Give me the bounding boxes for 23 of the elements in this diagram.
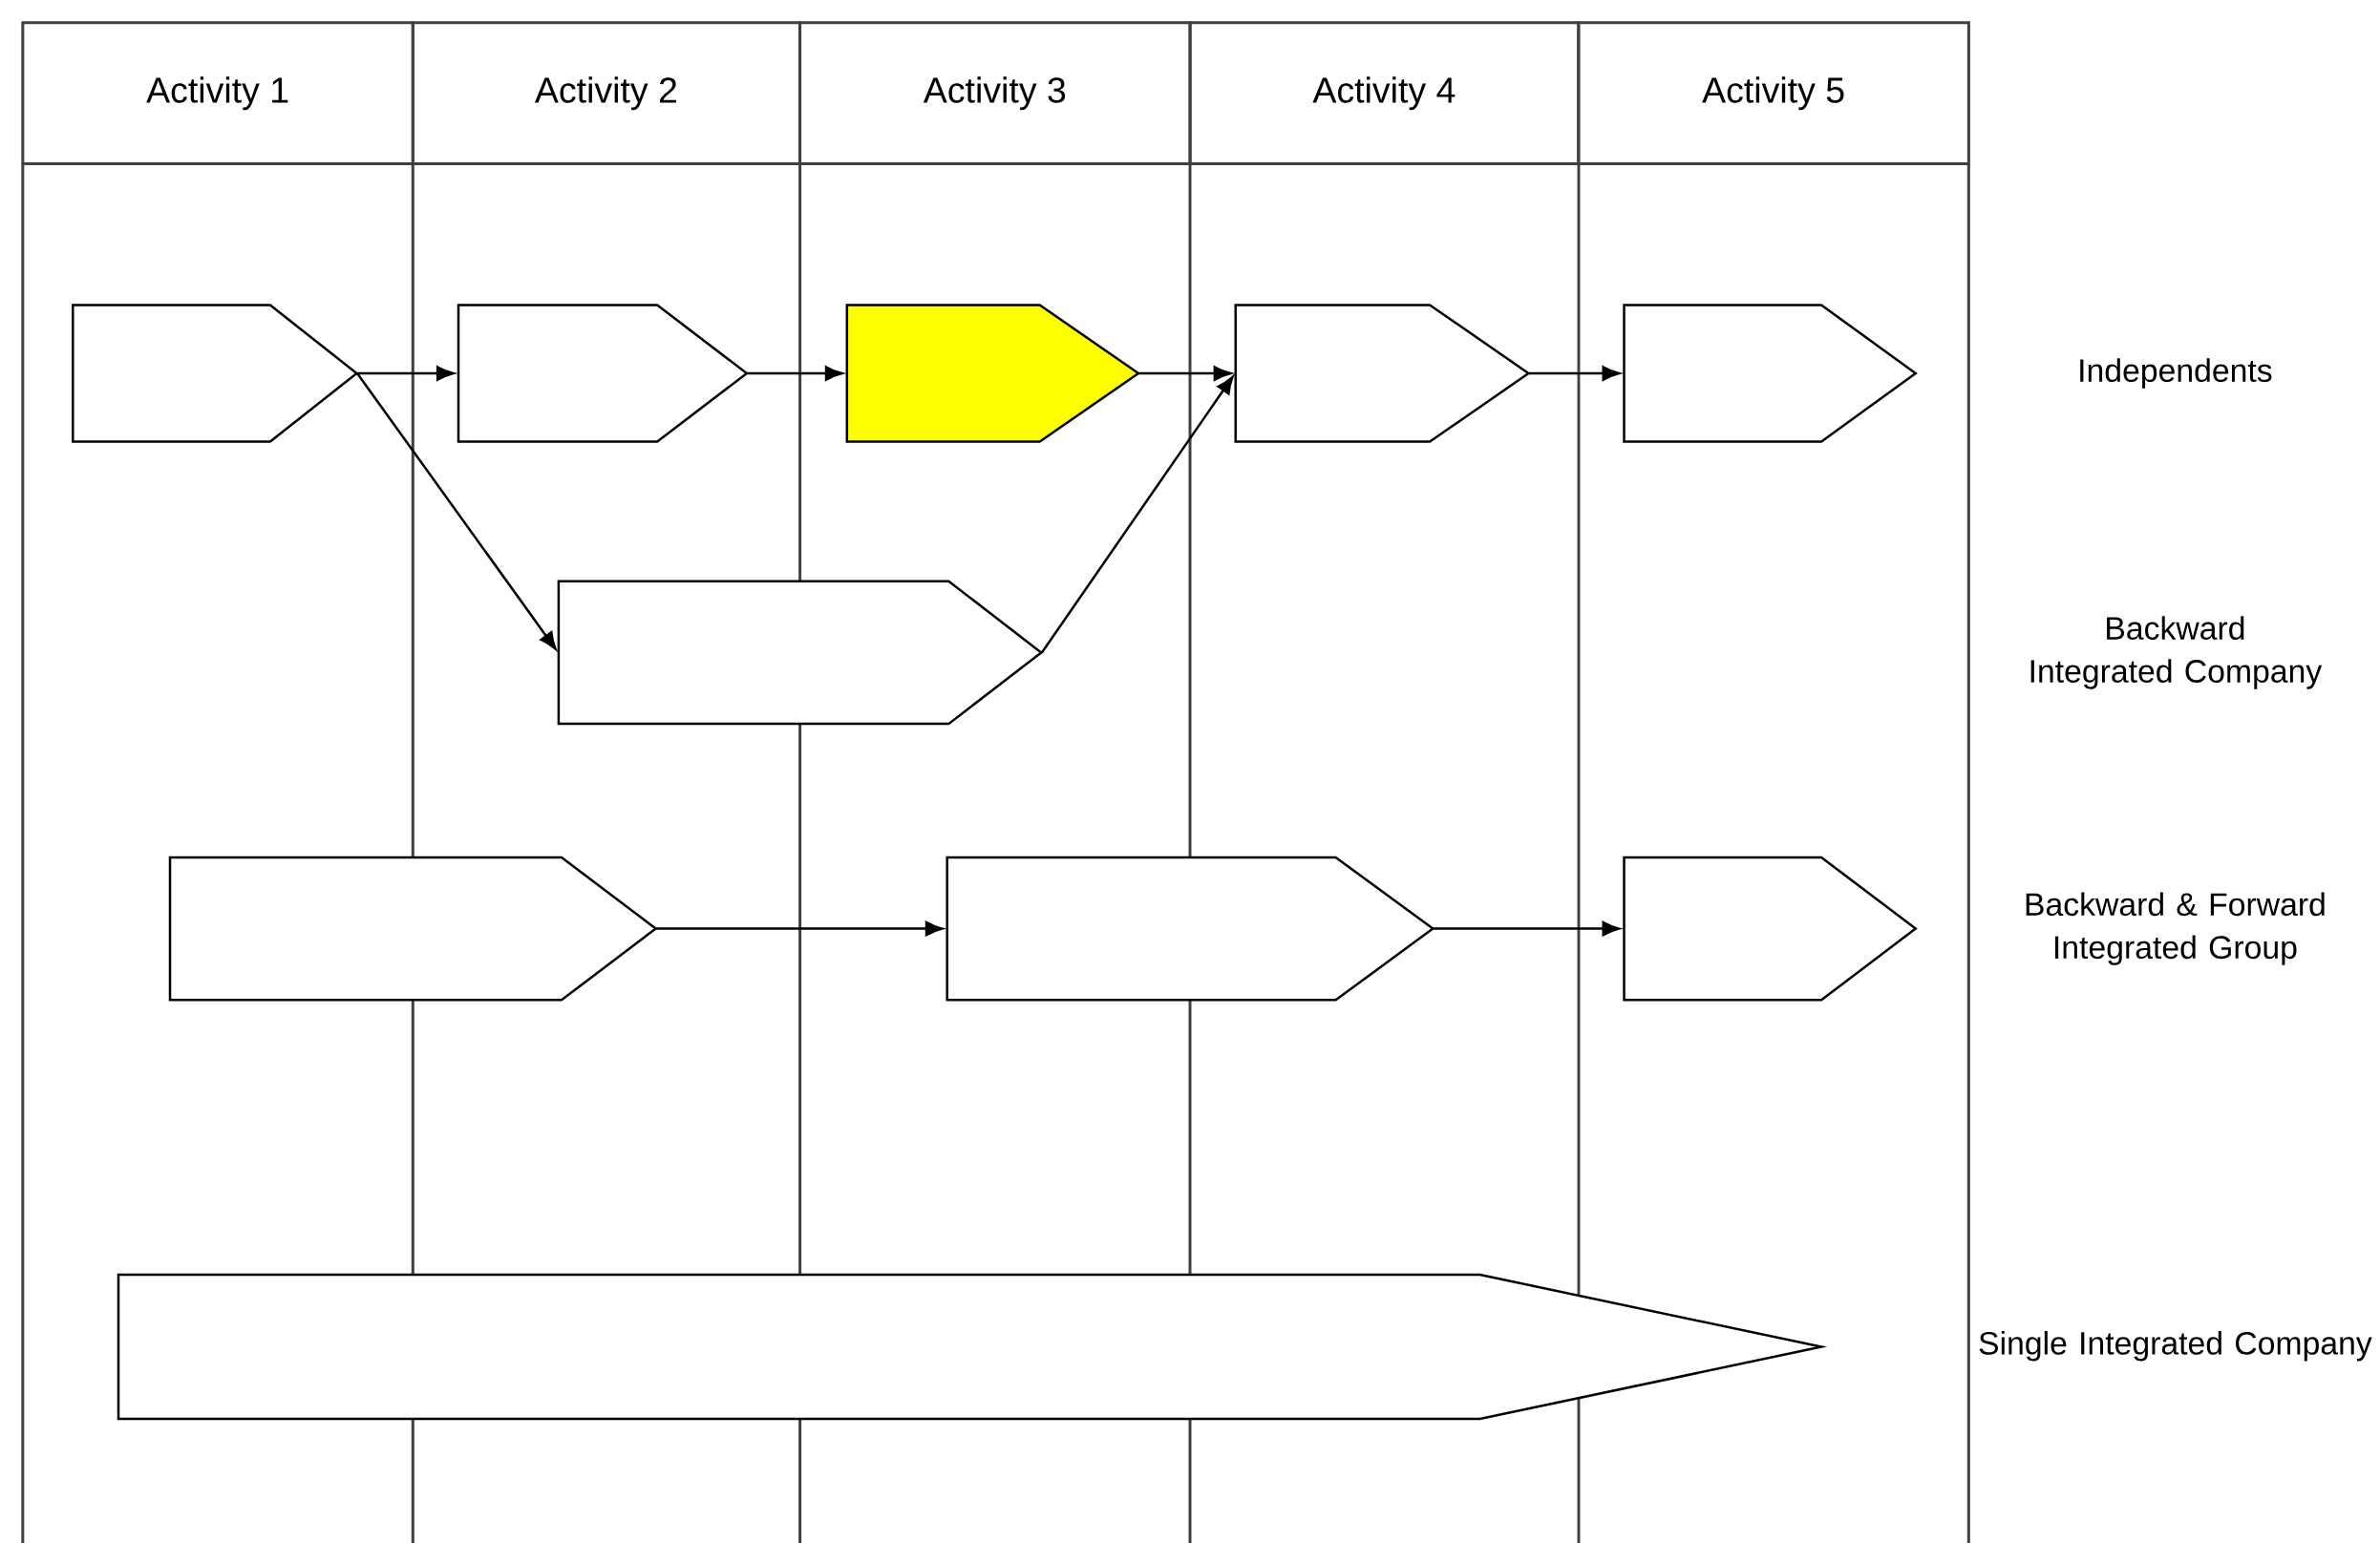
pentagon-arrow-shape (168, 856, 658, 1002)
column-header: Activity 5 (1577, 21, 1970, 166)
arrow (1138, 366, 1232, 381)
pentagon-arrow-shape (1234, 304, 1531, 443)
pentagon-arrow-shape (1623, 856, 1918, 1002)
column-header: Activity 4 (1188, 21, 1581, 166)
row-label: Backward Integrated Company (2030, 616, 2323, 689)
arrow (747, 366, 843, 381)
pentagon-arrow-shape (457, 304, 749, 443)
arrow (1528, 366, 1621, 381)
row-label: Independents (2080, 358, 2272, 389)
pentagon-arrow-shape (845, 304, 1141, 443)
row-label: Backward & Forward Integrated Group (2026, 892, 2325, 965)
arrow (357, 366, 455, 381)
pentagon-arrow-shape (72, 304, 359, 443)
column-header: Activity 2 (411, 21, 802, 166)
row-label: Single Integrated Company (1979, 1331, 2372, 1362)
arrow (1040, 375, 1234, 654)
arrow (356, 372, 557, 650)
pentagon-arrow-shape (1623, 304, 1918, 443)
column-header: Activity 1 (21, 21, 414, 166)
column-header: Activity 3 (798, 21, 1192, 166)
pentagon-arrow-shape (557, 580, 1044, 726)
